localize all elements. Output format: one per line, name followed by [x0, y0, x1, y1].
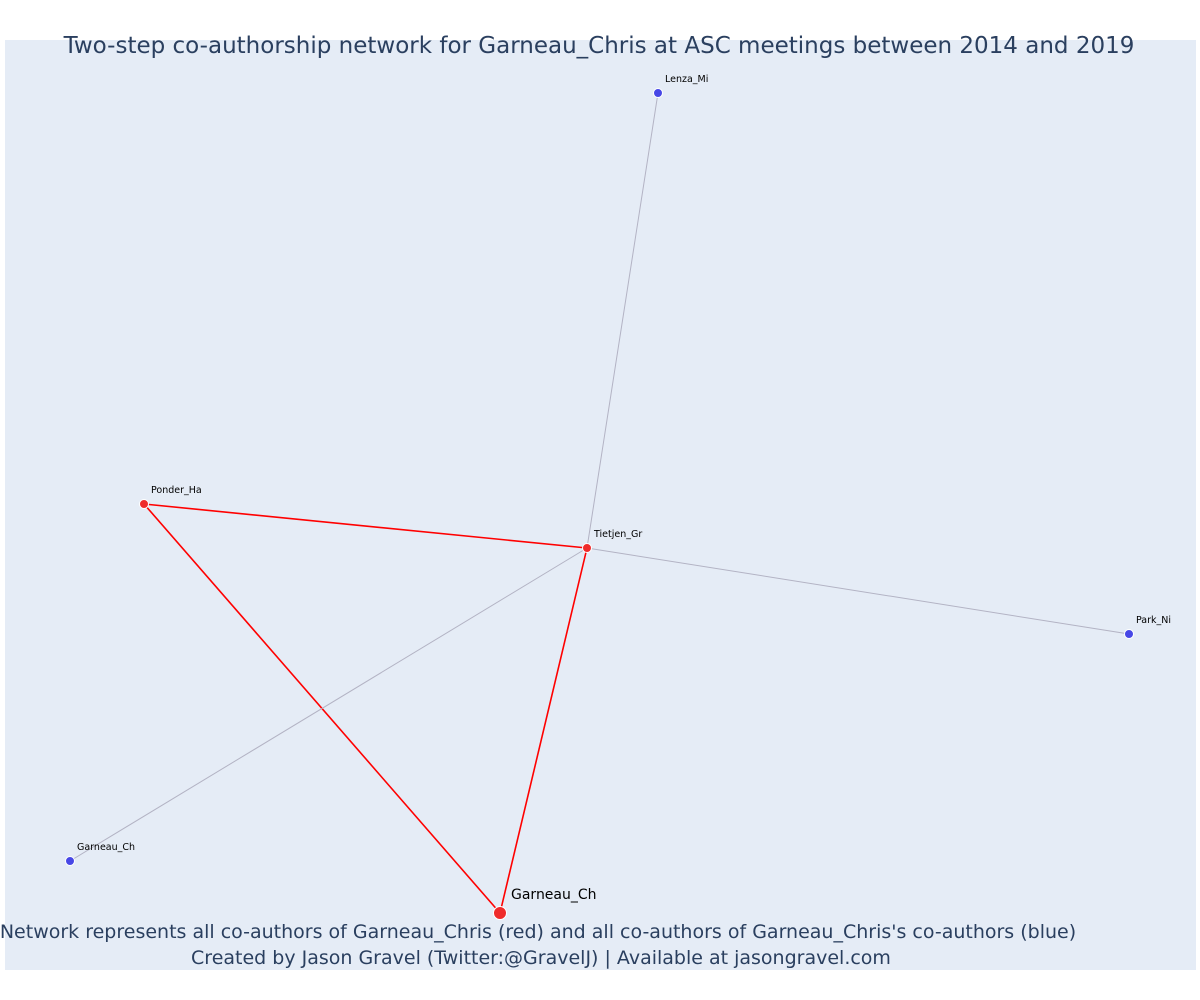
edge-tietjen-garneau2: [69, 547, 588, 862]
node-ego[interactable]: [493, 906, 507, 920]
edge-tietjen-park: [586, 547, 1130, 635]
node-label-ego: Garneau_Ch: [511, 887, 597, 903]
node-ponder[interactable]: [139, 499, 149, 509]
edge-ponder-tietjen: [143, 503, 588, 549]
caption-line-1: Network represents all co-authors of Gar…: [0, 921, 1076, 943]
node-tietjen[interactable]: [582, 543, 592, 553]
node-label-lenza: Lenza_Mi: [665, 74, 708, 85]
nodes-layer: [65, 88, 1134, 920]
chart-title: Two-step co-authorship network for Garne…: [63, 33, 1135, 59]
caption-line-2: Created by Jason Gravel (Twitter:@Gravel…: [191, 947, 891, 969]
plot-area: [5, 40, 1196, 970]
edge-tietjen-lenza: [586, 92, 659, 549]
edges-layer: [69, 92, 1130, 914]
node-label-park: Park_Ni: [1136, 615, 1171, 626]
node-park[interactable]: [1124, 629, 1134, 639]
node-label-garneau2: Garneau_Ch: [77, 842, 135, 853]
node-label-ponder: Ponder_Ha: [151, 485, 202, 496]
labels-layer: Garneau_Ch Tietjen_Gr Ponder_Ha Lenza_MiPar…: [77, 74, 1171, 903]
edge-tietjen-ego: [499, 547, 588, 914]
node-garneau2[interactable]: [65, 856, 75, 866]
node-label-tietjen: Tietjen_Gr: [593, 529, 642, 540]
node-lenza[interactable]: [653, 88, 663, 98]
